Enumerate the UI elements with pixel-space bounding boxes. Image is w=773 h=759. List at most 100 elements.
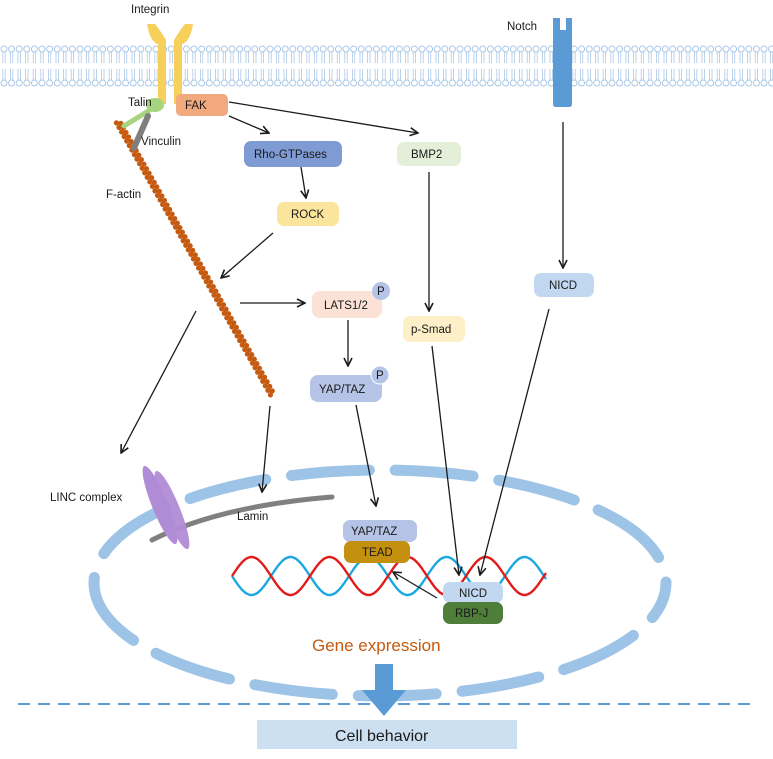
actin-monomer: [167, 215, 173, 221]
phospholipid-head: [304, 45, 312, 53]
phospholipid-head: [464, 79, 472, 87]
phospholipid-head: [494, 45, 502, 53]
phospholipid-head: [471, 45, 479, 53]
actin-monomer: [126, 142, 132, 149]
phospholipid-head: [342, 79, 350, 87]
actin-monomer: [136, 161, 143, 167]
lamin-label: Lamin: [237, 511, 268, 523]
phospholipid-head: [289, 79, 297, 87]
actin-monomer: [170, 220, 176, 226]
phospholipid-head: [251, 45, 259, 53]
actin-monomer: [128, 138, 134, 145]
svg-text:RBP-J: RBP-J: [455, 608, 488, 620]
phospholipid-head: [486, 45, 494, 53]
arrow-fak-rho: [228, 115, 269, 133]
phospholipid-head: [312, 79, 320, 87]
phospholipid-head: [502, 45, 510, 53]
phospholipid-head: [380, 45, 388, 53]
actin-monomer: [203, 278, 209, 285]
phospholipid-head: [593, 79, 601, 87]
actin-monomer: [255, 369, 261, 375]
actin-monomer: [182, 234, 188, 240]
phospholipid-head: [84, 79, 92, 87]
phospholipid-head: [198, 79, 206, 87]
actin-monomer: [238, 333, 245, 340]
phospholipid-head: [388, 45, 396, 53]
phospholipid-head: [137, 45, 145, 53]
phospholipid-head: [517, 79, 525, 87]
actin-monomer: [213, 297, 220, 303]
phospholipid-head: [616, 45, 624, 53]
arrow-yap-nucleus: [355, 404, 376, 506]
phospholipid-head: [114, 45, 122, 53]
actin-monomer: [244, 342, 250, 349]
phospholipid-head: [600, 45, 608, 53]
notch-receptor: [553, 18, 572, 107]
actin-monomer: [141, 161, 147, 167]
svg-text:NICD: NICD: [549, 280, 577, 292]
nicd-nucleus-node: NICD: [443, 582, 503, 603]
phospholipid-head: [122, 45, 130, 53]
phospholipid-head: [312, 45, 320, 53]
phospholipid-head: [266, 45, 274, 53]
phospholipid-head: [669, 79, 677, 87]
nuclear-envelope: [88, 464, 672, 702]
phospholipid-head: [745, 45, 753, 53]
actin-monomer: [231, 320, 237, 326]
actin-monomer: [210, 283, 216, 290]
arrow-nicd-nucleus: [480, 308, 550, 575]
actin-monomer: [190, 247, 196, 253]
phospholipid-head: [68, 45, 76, 53]
actin-monomer: [161, 197, 168, 204]
actin-monomer: [151, 179, 157, 185]
phospholipid-head: [699, 45, 707, 53]
phospholipid-head: [281, 79, 289, 87]
phospholipid-head: [768, 79, 773, 87]
phospholipid-head: [532, 45, 540, 53]
phospholipid-head: [388, 79, 396, 87]
phospholipid-head: [593, 45, 601, 53]
phospholipid-head: [623, 45, 631, 53]
actin-monomer: [121, 133, 127, 140]
phospholipid-head: [23, 45, 31, 53]
actin-monomer: [154, 192, 161, 199]
actin-monomer: [226, 311, 232, 317]
phospholipid-head: [68, 79, 76, 87]
phospholipid-head: [502, 79, 510, 87]
cell-behavior-box: [257, 720, 517, 749]
phospholipid-head: [433, 45, 441, 53]
arrow-rock-actin: [221, 232, 274, 278]
phospholipid-head: [243, 79, 251, 87]
actin-monomer: [162, 206, 168, 212]
phospholipid-head: [236, 45, 244, 53]
phospholipid-head: [646, 45, 654, 53]
phospholipid-head: [760, 45, 768, 53]
phospholipid-head: [441, 45, 449, 53]
actin-monomer: [221, 310, 227, 316]
phospholipid-head: [418, 79, 426, 87]
phospholipid-head: [167, 79, 175, 87]
phospholipid-head: [448, 79, 456, 87]
phospholipid-head: [654, 79, 662, 87]
svg-text:Rho-GTPases: Rho-GTPases: [254, 149, 327, 161]
actin-monomer: [138, 157, 144, 163]
phospholipid-head: [638, 79, 646, 87]
phospholipid-head: [182, 79, 190, 87]
phospholipid-head: [114, 79, 122, 87]
phospholipid-head: [524, 79, 532, 87]
talin-link: [121, 107, 153, 129]
phospholipid-head: [654, 45, 662, 53]
phospholipid-head: [372, 45, 380, 53]
actin-monomer: [233, 324, 239, 330]
phospholipid-head: [730, 79, 738, 87]
actin-monomer: [190, 256, 197, 262]
integrin-receptor: [147, 24, 193, 104]
phospholipid-head: [578, 45, 586, 53]
actin-monomer: [165, 210, 171, 217]
phospholipid-head: [122, 79, 130, 87]
phospholipid-head: [714, 45, 722, 53]
actin-monomer: [267, 383, 273, 389]
actin-monomer: [187, 243, 193, 249]
phospholipid-head: [661, 79, 669, 87]
